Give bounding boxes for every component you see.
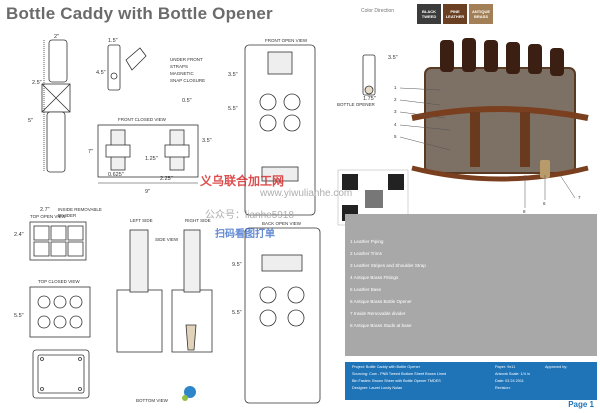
info-revision: Revision: [495,386,511,390]
info-date: Date: 03 24 2011 [495,379,524,383]
callout-4: 4 [394,122,397,127]
back-open-drawing [244,227,321,404]
swatch-pine-leather: PINE LEATHER [443,4,467,24]
front-closed-label: FRONT CLOSED VIEW [118,117,166,122]
legend-item-7: 7 Inside Removable divider [350,311,406,316]
dim-buckle: 1.25" [145,156,158,162]
strap-drawing [41,39,71,173]
note-under-front: UNDER FRONT [170,57,203,62]
page-number: Page 1 [568,400,594,409]
page-title: Bottle Caddy with Bottle Opener [6,4,273,23]
info-finish: Bin Fasten: Brown Sheer with Bottle Open… [352,379,441,383]
info-project: Project: Bottle Caddy with Bottle Opener [352,365,420,369]
info-material: Sourcing: Cow - PNB Tweed Bottom Sheet B… [352,372,447,376]
note-inside-removable: INSIDE REMOVABLE [58,207,102,212]
right-side-label: RIGHT SIDE [185,218,211,223]
bottom-view-label: BOTTOM VIEW [136,398,168,403]
dim-opener-length: 1.75" [363,96,376,102]
legend-item-1: 1 Leather Piping [350,239,384,244]
dim-front-gap: 0.5" [182,98,192,104]
side-view-label: SIDE VIEW [155,237,179,242]
callout-5: 5 [394,134,397,139]
note-magnetic: MAGNETIC [170,71,194,76]
logo [182,386,196,401]
info-approved: Approved by: [545,365,568,369]
callout-3: 3 [394,109,397,114]
dim-top-depth: 5.5" [14,313,24,319]
bottom-drawing [32,349,90,399]
note-snap-closure: SNAP CLOSURE [170,78,206,83]
side-drawings [116,229,213,353]
legend-item-5: 5 Leather Base [350,287,382,292]
product-image [411,38,589,182]
callout-8: 8 [523,209,526,214]
dim-back-mid: 5.5" [232,310,242,316]
dim-strap-length: 5" [28,118,34,124]
dim-stud: 0.625" [108,172,124,178]
callout-lines [399,87,576,208]
front-closed-drawing [97,124,199,184]
dim-open-top: 3.5" [228,72,238,78]
watermark-line3: 扫码看图打单 [215,229,275,240]
dim-divider-width: 2.7" [40,207,50,213]
bottle-opener-label: BOTTLE OPENER [337,102,375,107]
front-open-drawing [244,44,316,216]
dim-clasp-width: 1.5" [108,38,118,44]
legend-item-8: 8 Antique Brass Studs at base [350,323,412,328]
watermark-line1: 义乌联合加工网 [200,174,285,188]
top-closed-label: TOP CLOSED VIEW [38,279,80,284]
dim-strap-pad: 2.5" [32,80,42,86]
info-paper: Paper: 9x11 [495,365,516,369]
legend-item-2: 2 Leather Trims [350,251,382,256]
callout-6: 6 [543,201,546,206]
watermark-url: www.yiwulianhe.com [260,188,353,199]
dim-back-top: 9.5" [232,262,242,268]
legend-item-4: 4 Antique Brass Fittings [350,275,399,280]
swatch-black-tweed: BLACK TWEED [417,4,441,24]
left-side-label: LEFT SIDE [130,218,153,223]
dim-strap-offset: 2.25" [160,176,173,182]
dim-product: 3.5" [388,55,398,61]
dim-clasp-height: 4.5" [96,70,106,76]
note-divider: DIVIDER [58,213,77,218]
note-straps: STRAPS [170,64,189,69]
color-direction-label: Color Direction [361,8,395,14]
callout-1: 1 [394,85,397,90]
legend-panel [345,214,597,356]
callout-2: 2 [394,97,397,102]
legend-item-6: 6 Antique Brass Bottle Opener [350,299,412,304]
back-open-label: BACK OPEN VIEW [262,221,302,226]
info-designer: Designer: Laurel Lundy Nolan [352,386,403,390]
dim-divider-depth: 2.4" [14,232,24,238]
top-open-drawing [29,221,87,261]
info-bar [345,362,597,400]
dim-strap-width: 2" [54,34,60,40]
top-open-label: TOP OPEN VIEW [30,214,66,219]
swatch-antique-brass: ANTIQUE BRASS [469,4,493,24]
legend-item-3: 3 Leather Stripes and Shoulder Strap [350,263,426,268]
front-open-label: FRONT OPEN VIEW [265,38,308,43]
watermark-line2: 公众号：lianhe5918 [205,210,294,221]
info-scale: Artwork Scale: 1/4 in [495,372,530,376]
dim-front-width: 9" [145,189,151,195]
bottle-opener-drawing [362,54,376,96]
dim-open-mid: 5.5" [228,106,238,112]
clasp-drawing [107,44,147,91]
dim-front-side: 3.5" [202,138,212,144]
callout-7: 7 [578,195,581,200]
dim-front-height: 7" [88,149,94,155]
top-closed-drawing [29,286,91,338]
